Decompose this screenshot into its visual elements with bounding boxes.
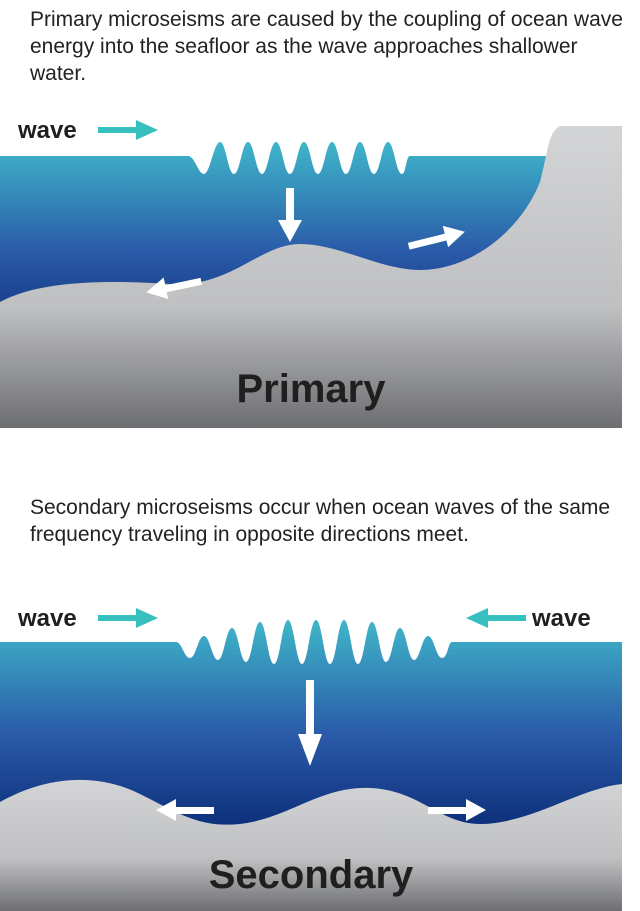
secondary-wave-label-left: wave <box>17 605 77 632</box>
primary-wave-arrow <box>98 120 158 140</box>
secondary-title: Secondary <box>209 853 414 897</box>
secondary-wave-arrow-left <box>98 608 158 628</box>
secondary-right-arrow <box>428 799 486 821</box>
primary-diagram: wave Primary <box>0 117 622 428</box>
secondary-wave-arrow-right <box>466 608 526 628</box>
primary-wave-label: wave <box>17 117 77 144</box>
secondary-left-arrow <box>156 799 214 821</box>
primary-seafloor <box>0 126 622 428</box>
primary-down-arrow <box>278 188 302 242</box>
secondary-seafloor <box>0 779 622 911</box>
primary-right-arrow <box>407 225 465 250</box>
secondary-diagram: wave wave Secondary <box>0 605 622 911</box>
secondary-caption: Secondary microseisms occur when ocean w… <box>30 496 611 546</box>
secondary-down-arrow <box>298 680 322 766</box>
primary-caption: Primary microseisms are caused by the co… <box>30 8 623 85</box>
primary-title: Primary <box>237 367 387 411</box>
secondary-wave-label-right: wave <box>531 605 591 632</box>
primary-left-arrow <box>146 277 202 300</box>
